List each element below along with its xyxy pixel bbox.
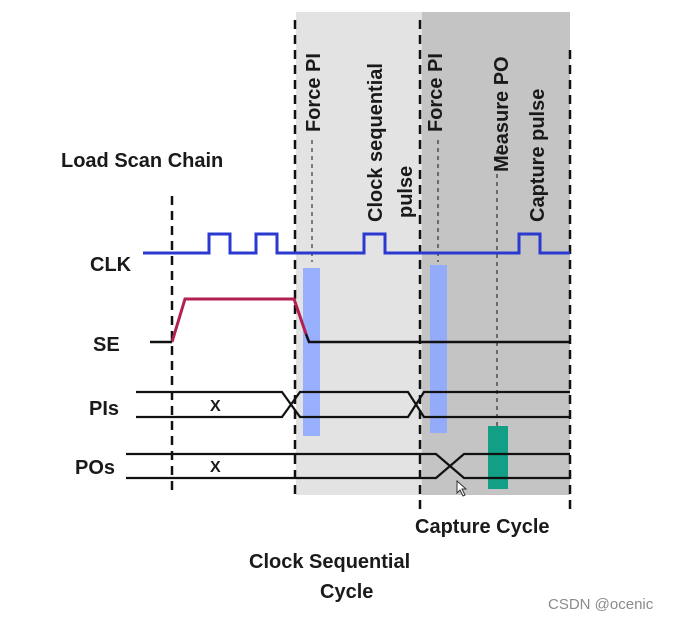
- clock-sequential-cycle-label-line1: Clock Sequential: [249, 551, 410, 573]
- se-label: SE: [93, 334, 120, 356]
- pis-label: PIs: [89, 398, 119, 420]
- force-pi-window-2: [430, 265, 447, 433]
- pos-unknown-x: X: [210, 459, 221, 476]
- cycle-boundaries: [170, 20, 572, 510]
- clock-sequential-cycle-label-line2: Cycle: [320, 581, 373, 603]
- capture-pulse-label: Capture pulse: [527, 89, 549, 222]
- se-waveform-active: [170, 297, 308, 343]
- measure-po-label: Measure PO: [491, 56, 513, 172]
- pis-unknown-x: X: [210, 398, 221, 415]
- clock-sequential-pulse-label-line1: Clock sequential: [365, 63, 387, 222]
- force-pi-window-1: [303, 268, 320, 436]
- clock-sequential-pulse-label-line2: pulse: [395, 166, 417, 218]
- mouse-cursor-icon: [456, 479, 468, 497]
- capture-cycle-label: Capture Cycle: [415, 516, 550, 538]
- pis-waveform: [136, 390, 570, 419]
- watermark-text: CSDN @ocenic: [548, 596, 654, 613]
- pos-label: POs: [75, 457, 115, 479]
- force-pi-label-1: Force PI: [303, 53, 325, 132]
- measure-po-window: [488, 426, 508, 489]
- load-scan-chain-label: Load Scan Chain: [61, 150, 223, 172]
- force-pi-label-2: Force PI: [425, 53, 447, 132]
- clk-waveform: [143, 232, 570, 255]
- event-markers: [311, 140, 498, 430]
- se-waveform-low-after: [304, 333, 570, 344]
- clk-label: CLK: [90, 254, 132, 276]
- pos-waveform: [126, 452, 570, 480]
